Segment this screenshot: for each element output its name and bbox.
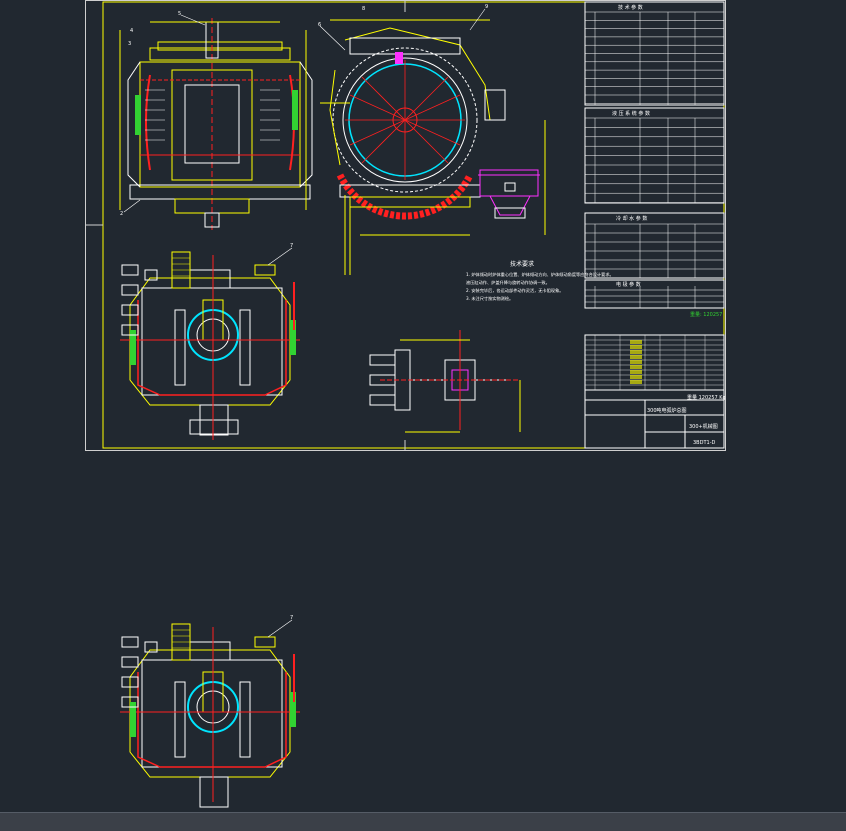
svg-text:电 极 参 数: 电 极 参 数 xyxy=(616,281,641,288)
svg-text:8: 8 xyxy=(362,6,365,12)
svg-text:技 术 参 数: 技 术 参 数 xyxy=(618,4,643,11)
plan-view-model: 7 xyxy=(120,615,300,808)
svg-text:冷 却 水 参 数: 冷 却 水 参 数 xyxy=(616,215,647,222)
technical-notes: 技术要求 1. 炉体倾动时炉体重心位置、炉体倾动方向、炉体倾动角度等应符合设计要… xyxy=(466,260,722,318)
svg-text:3: 3 xyxy=(128,41,131,47)
svg-text:重量: 120257: 重量: 120257 xyxy=(690,311,722,318)
svg-text:300+机械图: 300+机械图 xyxy=(689,423,718,430)
cad-viewport[interactable]: 技术要求 1. 炉体倾动时炉体重心位置、炉体倾动方向、炉体倾动角度等应符合设计要… xyxy=(0,0,846,812)
side-view xyxy=(320,19,546,275)
svg-text:1. 炉体倾动时炉体重心位置、炉体倾动方向、炉体倾动角度等应: 1. 炉体倾动时炉体重心位置、炉体倾动方向、炉体倾动角度等应符合设计要求。 xyxy=(466,271,614,278)
top-view-small xyxy=(369,330,521,433)
svg-text:300吨电弧炉总图: 300吨电弧炉总图 xyxy=(647,407,687,414)
svg-text:5: 5 xyxy=(178,11,181,17)
svg-text:7: 7 xyxy=(290,243,293,249)
cad-drawing: 技术要求 1. 炉体倾动时炉体重心位置、炉体倾动方向、炉体倾动角度等应符合设计要… xyxy=(85,0,726,808)
status-bar xyxy=(0,812,846,831)
svg-text:3BDT1-D: 3BDT1-D xyxy=(693,440,716,446)
front-view xyxy=(119,18,313,230)
svg-text:7: 7 xyxy=(290,615,293,621)
title-block: 重量 120257 Kg 300吨电弧炉总图 300+机械图 3BDT1-D xyxy=(584,334,726,449)
svg-text:3. 未注尺寸按实物测绘。: 3. 未注尺寸按实物测绘。 xyxy=(466,295,513,302)
drawing-sheet-border xyxy=(85,0,726,451)
svg-text:4: 4 xyxy=(130,28,133,34)
parameter-tables: 技 术 参 数 液 压 系 统 参 数 冷 却 水 参 数 电 极 参 数 xyxy=(584,1,725,309)
plan-view-sheet xyxy=(120,251,300,440)
svg-text:液 压 系 统 参 数: 液 压 系 统 参 数 xyxy=(612,110,650,117)
svg-text:6: 6 xyxy=(318,22,321,28)
svg-text:2. 安装完毕后，各运动部件动作灵活，无卡阻现象。: 2. 安装完毕后，各运动部件动作灵活，无卡阻现象。 xyxy=(466,287,563,294)
svg-text:2: 2 xyxy=(120,211,123,217)
svg-text:9: 9 xyxy=(485,4,488,10)
svg-text:重量 120257 Kg: 重量 120257 Kg xyxy=(687,394,726,401)
leader-labels: 2 3 4 5 6 7 8 9 xyxy=(120,4,488,249)
svg-text:液压缸动作、炉盖升降与旋转动作协调一致。: 液压缸动作、炉盖升降与旋转动作协调一致。 xyxy=(466,279,550,286)
svg-text:技术要求: 技术要求 xyxy=(510,260,534,268)
